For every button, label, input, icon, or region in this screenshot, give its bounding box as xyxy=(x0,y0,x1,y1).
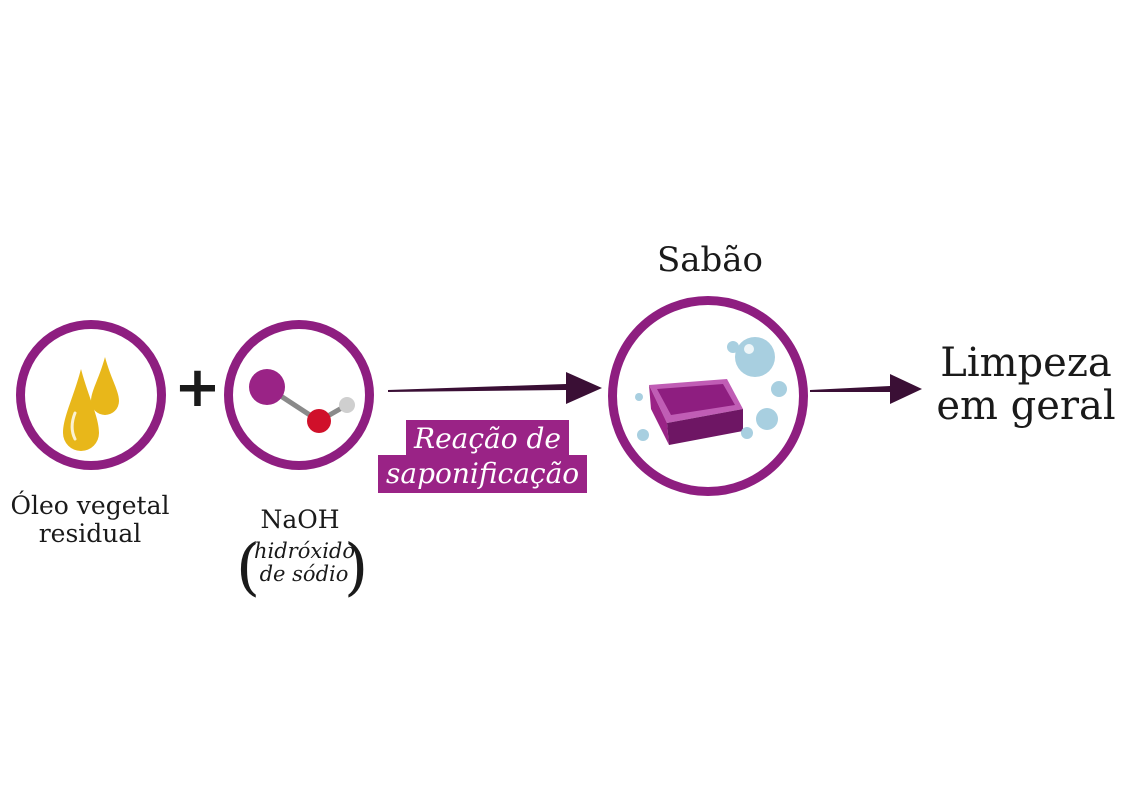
result-line2: em geral xyxy=(936,383,1116,430)
plus-sign: + xyxy=(174,355,221,420)
oil-drops-icon xyxy=(63,357,119,451)
reaction-arrow xyxy=(388,372,602,404)
naoh-paren-right: ) xyxy=(344,530,369,603)
naoh-formula: NaOH xyxy=(260,505,340,534)
result-arrow xyxy=(810,374,922,404)
naoh-circle xyxy=(224,320,374,470)
result-label: Limpeza em geral xyxy=(926,340,1126,430)
result-line1: Limpeza xyxy=(940,340,1112,386)
naoh-name-line2: de sódio xyxy=(259,562,349,587)
naoh-paren-left: ( xyxy=(236,530,261,603)
reaction-label-line2: saponificação xyxy=(378,455,588,493)
oil-label-line1: Óleo vegetal xyxy=(10,491,170,520)
molecule-icon xyxy=(249,369,355,433)
naoh-name: hidróxido de sódio xyxy=(254,539,356,587)
oil-circle xyxy=(16,320,166,470)
soap-bar-icon xyxy=(635,337,787,445)
oil-label-line2: residual xyxy=(38,518,142,548)
soap-circle xyxy=(608,296,808,496)
reaction-label-line1: Reação de xyxy=(406,420,569,458)
product-title: Sabão xyxy=(656,240,764,280)
oil-label: Óleo vegetal residual xyxy=(0,492,180,547)
naoh-name-line1: hidróxido xyxy=(254,539,356,563)
